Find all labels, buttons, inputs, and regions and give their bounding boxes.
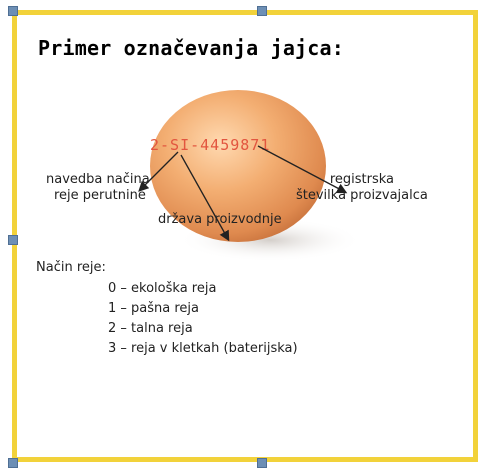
resize-handle-bottom-left[interactable] [8, 458, 18, 468]
legend-heading: Način reje: [36, 260, 106, 275]
label-nacin-line1: navedba načina [46, 172, 150, 187]
label-nacin-reje: navedba načina reje perutnine [46, 172, 150, 204]
label-registrska-line2: številka proizvajalca [296, 188, 428, 203]
resize-handle-top-left[interactable] [8, 6, 18, 16]
legend-item: 1 – pašna reja [108, 301, 199, 316]
arrow-registrska [257, 145, 348, 194]
legend-item: 0 – ekološka reja [108, 281, 217, 296]
egg-code-text: 2-SI-4459871 [150, 136, 270, 154]
label-registrska: registrska številka proizvajalca [296, 172, 428, 204]
label-registrska-line1: registrska [329, 172, 395, 187]
legend-item: 2 – talna reja [108, 321, 193, 336]
resize-handle-top-center[interactable] [257, 6, 267, 16]
arrow-drzava [180, 154, 230, 242]
resize-handle-middle-left[interactable] [8, 235, 18, 245]
page-title: Primer označevanja jajca: [38, 36, 345, 60]
label-nacin-line2: reje perutnine [54, 188, 146, 203]
label-drzava: država proizvodnje [158, 212, 282, 227]
legend-item: 3 – reja v kletkah (baterijska) [108, 341, 298, 356]
arrow-nacin [138, 151, 179, 192]
legend-list: 0 – ekološka reja 1 – pašna reja 2 – tal… [108, 279, 298, 359]
egg-shape [150, 90, 326, 242]
resize-handle-bottom-center[interactable] [257, 458, 267, 468]
